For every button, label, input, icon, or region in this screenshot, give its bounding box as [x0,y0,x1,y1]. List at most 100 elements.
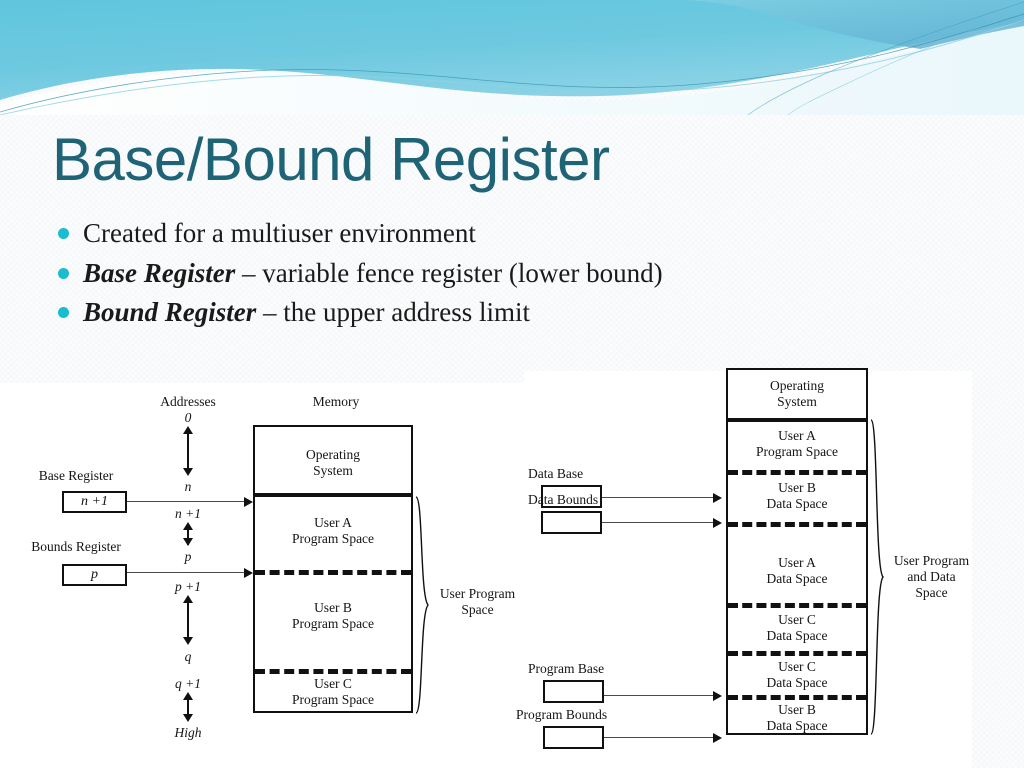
data-bounds-box[interactable] [541,511,602,534]
segment-line-2: Data Space [766,675,828,691]
memory-segment-user-a: User A Program Space [255,515,411,547]
bounds-register-box[interactable]: p [62,564,127,586]
data-bounds-arrow-line [602,522,716,523]
base-register-box[interactable]: n +1 [62,491,127,513]
address-mark-p: p [184,549,192,564]
address-mark-p-plus-1: p +1 [175,579,201,594]
brace-label-line-3: Space [915,584,948,600]
memory-segment-os: Operating System [728,378,866,410]
addresses-column-heading: Addresses [160,394,216,409]
segment-line-2: Program Space [291,531,375,547]
data-base-arrow-line [602,497,716,498]
data-base-box[interactable] [541,485,602,508]
brace-label-line-2: Space [461,601,494,617]
figure-left: Addresses Memory 0 n n +1 p p +1 q q +1 … [31,394,525,740]
segment-line-2: Data Space [766,496,828,512]
bullet-dot-icon [58,267,69,279]
segment-line-1: User C [778,612,816,627]
brace-label-line-1: User Program [439,586,516,601]
program-bounds-label: Program Bounds [516,707,608,722]
bullet-item: Base Register – variable fence register … [58,256,958,292]
memory-divider-2 [728,522,866,527]
segment-line-2: Program Space [291,692,375,708]
user-program-and-data-space-brace-icon [870,419,884,735]
segment-line-2: Program Space [291,616,375,632]
bullet-text: Bound Register – the upper address limit [83,295,530,331]
user-program-and-data-space-brace-label: User Program and Data Space [884,553,979,601]
address-mark-q-plus-1: q +1 [175,676,201,691]
memory-divider-a-b [255,570,411,575]
address-mark-n: n [184,479,192,494]
memory-divider-1 [728,470,866,475]
segment-line-1: Operating [306,447,360,462]
address-mark-0: 0 [184,410,192,425]
memory-divider-os-boundary [728,418,866,422]
data-bounds-arrowhead-icon [713,518,722,528]
memory-divider-4 [728,651,866,656]
base-register-label: Base Register [38,468,114,483]
bounds-register-value: p [91,567,98,582]
segment-line-1: User A [778,555,816,570]
user-program-space-brace-label: User Program Space [430,586,525,618]
user-program-space-brace-icon [415,496,429,714]
brace-label-line-2: and Data [907,568,956,584]
bullet-item: Bound Register – the upper address limit [58,295,958,331]
segment-line-1: User B [314,600,352,615]
memory-column-heading: Memory [312,394,360,409]
segment-line-1: User C [314,676,352,691]
segment-line-2: Program Space [755,444,839,460]
memory-divider-b-c [255,669,411,674]
segment-line-2: System [777,394,817,410]
segment-line-1: User A [778,428,816,443]
bullet-text: Created for a multiuser environment [83,216,476,252]
segment-line-1: User B [778,702,816,717]
memory-segment-user-a-data: User A Data Space [728,555,866,587]
bullet-dot-icon [58,307,69,319]
base-register-value: n +1 [81,494,108,509]
memory-segment-user-c-data-1: User C Data Space [728,612,866,644]
bullet-dot-icon [58,228,69,239]
memory-column-left: Operating System User A Program Space Us… [253,425,413,713]
bullet-item: Created for a multiuser environment [58,216,958,252]
segment-line-1: Operating [770,378,824,393]
memory-segment-user-a-program: User A Program Space [728,428,866,460]
memory-segment-user-c: User C Program Space [255,676,411,708]
program-bounds-arrow-line [604,737,716,738]
memory-segment-os: Operating System [255,447,411,479]
memory-divider-3 [728,603,866,608]
data-base-arrowhead-icon [713,493,722,503]
memory-divider-os-boundary [255,493,411,497]
memory-segment-user-b-data-2: User B Data Space [728,702,866,734]
segment-line-1: User C [778,659,816,674]
address-mark-n-plus-1: n +1 [175,506,201,521]
program-base-box[interactable] [543,680,604,703]
memory-divider-5 [728,695,866,700]
segment-line-2: Data Space [766,628,828,644]
brace-label-line-1: User Program [893,553,970,568]
segment-line-2: System [313,463,353,479]
program-bounds-box[interactable] [543,726,604,749]
base-register-arrow-line [127,501,247,502]
bullet-rest-text: – the upper address limit [256,297,530,328]
address-mark-q: q [184,649,192,664]
bullet-rest-text: – variable fence register (lower bound) [235,257,663,288]
bullet-rest-text: Created for a multiuser environment [83,218,476,248]
bullet-bold-text: Base Register [83,257,236,288]
data-bounds-label: Data Bounds [528,492,599,507]
base-register-arrowhead-icon [244,497,253,507]
program-base-label: Program Base [528,661,605,676]
memory-segment-user-c-data-2: User C Data Space [728,659,866,691]
memory-segment-user-b: User B Program Space [255,600,411,632]
bullet-list: Created for a multiuser environment Base… [58,216,958,335]
memory-column-right: Operating System User A Program Space Us… [726,368,868,735]
program-base-arrowhead-icon [713,691,722,701]
data-base-label: Data Base [528,466,584,481]
program-base-arrow-line [604,695,716,696]
bounds-register-arrow-line [127,572,247,573]
segment-line-2: Data Space [766,718,828,734]
bounds-register-arrowhead-icon [244,568,253,578]
segment-line-1: User A [314,515,352,530]
memory-segment-user-b-data-1: User B Data Space [728,480,866,512]
